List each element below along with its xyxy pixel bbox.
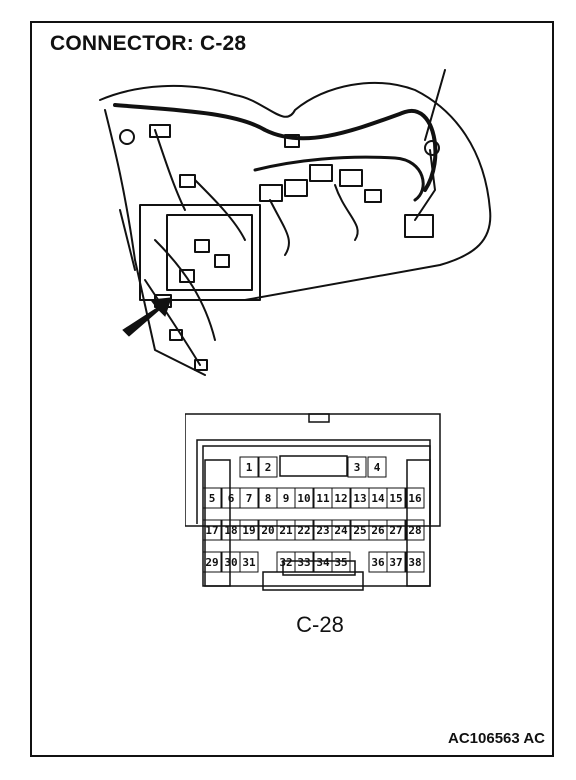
- connector-lock-tab: [308, 413, 330, 423]
- pin-14: 14: [368, 487, 388, 509]
- pin-label: 33: [297, 556, 310, 569]
- pin-33: 33: [294, 551, 314, 573]
- pin-11: 11: [313, 487, 333, 509]
- pin-15: 15: [386, 487, 406, 509]
- pin-label: 18: [224, 524, 237, 537]
- pin-label: 1: [246, 461, 253, 474]
- pin-label: 10: [297, 492, 310, 505]
- pin-35: 35: [331, 551, 351, 573]
- pin-24: 24: [331, 519, 351, 541]
- pin-20: 20: [258, 519, 278, 541]
- pin-18: 18: [221, 519, 241, 541]
- pin-8: 8: [258, 487, 278, 509]
- pin-label: 34: [316, 556, 330, 569]
- pin-1: 1: [239, 456, 259, 478]
- pin-6: 6: [221, 487, 241, 509]
- pin-label: 38: [408, 556, 421, 569]
- connector-caption: C-28: [296, 612, 344, 637]
- pin-label: 24: [334, 524, 348, 537]
- pin-38: 38: [405, 551, 425, 573]
- pin-28: 28: [405, 519, 425, 541]
- pin-label: 7: [246, 492, 253, 505]
- pin-label: 30: [224, 556, 237, 569]
- pin-label: 23: [316, 524, 329, 537]
- pin-37: 37: [386, 551, 406, 573]
- pin-label: 36: [371, 556, 385, 569]
- pin-9: 9: [276, 487, 296, 509]
- pin-label: 25: [353, 524, 366, 537]
- pin-26: 26: [368, 519, 388, 541]
- connector-body-outline: [196, 439, 431, 524]
- pin-label: 6: [228, 492, 235, 505]
- pin-label: 32: [279, 556, 292, 569]
- pin-label: 29: [205, 556, 218, 569]
- pin-31: 31: [239, 551, 259, 573]
- pin-34: 34: [313, 551, 333, 573]
- pin-25: 25: [350, 519, 370, 541]
- pin-17: 17: [202, 519, 222, 541]
- pin-3: 3: [347, 456, 367, 478]
- pin-21: 21: [276, 519, 296, 541]
- pin-label: 35: [334, 556, 347, 569]
- pin-23: 23: [313, 519, 333, 541]
- pin-label: 20: [261, 524, 274, 537]
- pin-10: 10: [294, 487, 314, 509]
- pin-label: 13: [353, 492, 366, 505]
- pin-label: 8: [265, 492, 272, 505]
- pin-label: 3: [354, 461, 361, 474]
- pin-label: 15: [389, 492, 402, 505]
- figure-code: AC106563 AC: [448, 730, 545, 747]
- pin-36: 36: [368, 551, 388, 573]
- pin-label: 28: [408, 524, 421, 537]
- figure-frame: [30, 21, 554, 757]
- pin-13: 13: [350, 487, 370, 509]
- pin-5: 5: [202, 487, 222, 509]
- pin-27: 27: [386, 519, 406, 541]
- pin-label: 12: [334, 492, 347, 505]
- pin-label: 37: [389, 556, 402, 569]
- pin-label: 19: [242, 524, 255, 537]
- pin-label: 17: [205, 524, 218, 537]
- pin-label: 26: [371, 524, 385, 537]
- pin-16: 16: [405, 487, 425, 509]
- pin-label: 22: [297, 524, 310, 537]
- pin-12: 12: [331, 487, 351, 509]
- pin-7: 7: [239, 487, 259, 509]
- dashboard-harness-illustration: [99, 69, 492, 376]
- pin-30: 30: [221, 551, 241, 573]
- pin-label: 14: [371, 492, 385, 505]
- connector-housing-outline: [185, 413, 441, 527]
- pin-label: 16: [408, 492, 422, 505]
- pin-label: 5: [209, 492, 216, 505]
- pin-32: 32: [276, 551, 296, 573]
- pin-label: 31: [242, 556, 256, 569]
- pin-4: 4: [367, 456, 387, 478]
- pin-blank-slot: [279, 455, 348, 477]
- pin-label: 4: [374, 461, 381, 474]
- pin-2: 2: [258, 456, 278, 478]
- pin-19: 19: [239, 519, 259, 541]
- pin-label: 11: [316, 492, 330, 505]
- pin-label: 2: [265, 461, 272, 474]
- pin-label: 9: [283, 492, 290, 505]
- pin-label: 21: [279, 524, 293, 537]
- pin-label: 27: [389, 524, 402, 537]
- pin-29: 29: [202, 551, 222, 573]
- pin-22: 22: [294, 519, 314, 541]
- connector-title: CONNECTOR: C-28: [50, 32, 247, 55]
